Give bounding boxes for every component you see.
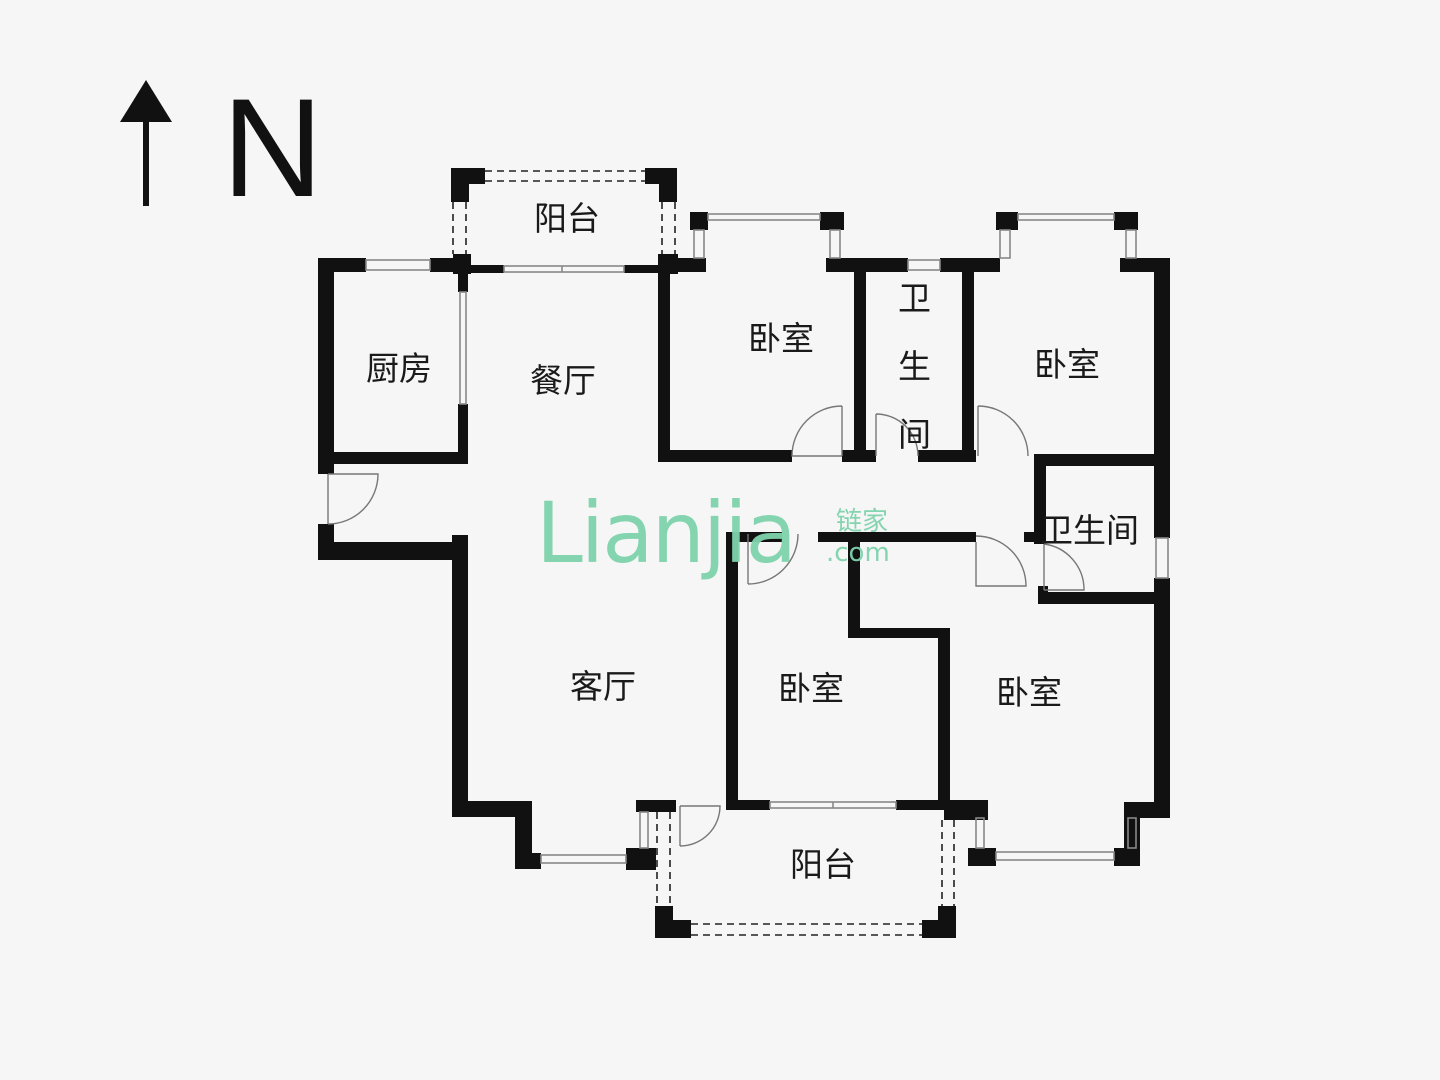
watermark-brand: Lianjia	[536, 484, 795, 582]
room-label-bedroom-center: 卧室	[778, 669, 844, 708]
room-label-kitchen: 厨房	[366, 349, 432, 388]
room-label-bath-east: 卫生间	[1040, 511, 1139, 550]
watermark-domain: .com	[826, 538, 890, 568]
room-label-balcony-south: 阳台	[790, 845, 856, 884]
room-label-bedroom-ne: 卧室	[1034, 345, 1100, 384]
lianjia-watermark: Lianjia 链家 .com	[536, 484, 890, 582]
room-label-living: 客厅	[570, 667, 636, 706]
north-arrow-icon	[120, 80, 172, 206]
room-label-bath-north-1: 卫	[898, 279, 931, 318]
watermark-cn: 链家	[836, 507, 888, 537]
walls	[318, 168, 1170, 938]
windows	[365, 213, 1169, 864]
north-label: N	[222, 69, 323, 226]
room-label-balcony-north: 阳台	[534, 199, 600, 238]
room-label-bedroom-nw: 卧室	[748, 319, 814, 358]
room-label-bath-north-3: 间	[898, 415, 931, 454]
room-label-bath-north-2: 生	[898, 347, 931, 386]
balcony-railings	[452, 170, 955, 936]
room-label-bedroom-se: 卧室	[996, 673, 1062, 712]
room-label-dining: 餐厅	[530, 361, 596, 400]
doors	[327, 405, 1085, 847]
